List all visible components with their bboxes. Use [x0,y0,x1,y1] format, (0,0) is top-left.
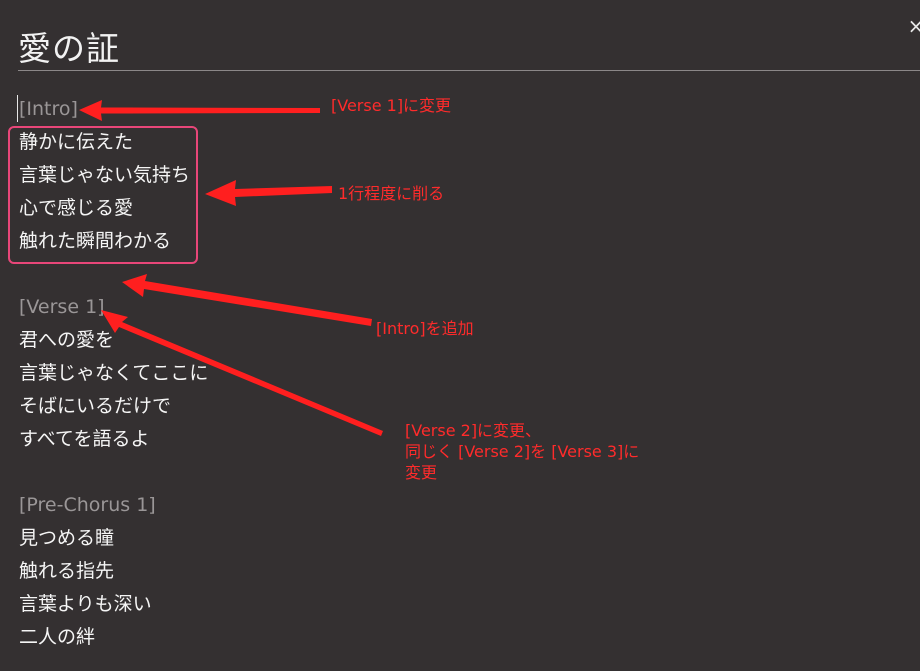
lyric-line: 心で感じる愛 [19,197,134,219]
annotation-change-verse-line-2: 同じく [Verse 2]を [Verse 3]に [405,442,640,461]
arrow-to-verse-1 [101,310,383,436]
song-title[interactable]: 愛の証 [18,29,120,68]
arrow-to-add-intro [122,274,372,326]
lyrics-text-area[interactable]: [Intro] 静かに伝えた 言葉じゃない気持ち 心で感じる愛 触れた瞬間わかる… [19,93,439,663]
arrow-to-intro [79,100,320,121]
lyric-line: 見つめる瞳 [19,527,115,549]
annotation-add-intro: [Intro]を追加 [376,319,474,338]
lyric-line: 触れる指先 [19,560,115,582]
lyric-line: 君への愛を [19,329,115,351]
lyric-line: 言葉よりも深い [19,593,152,615]
section-label-verse-1: [Verse 1] [19,296,105,318]
lyric-line: 二人の絆 [19,626,96,648]
lyric-line: そばにいるだけで [19,395,172,417]
lyric-line: 触れた瞬間わかる [19,230,172,252]
annotation-change-verse-line-3: 変更 [405,463,438,482]
section-label-intro: [Intro] [19,98,78,120]
annotation-change-verse-line-1: [Verse 2]に変更、 [405,421,542,440]
highlight-box-intro-lines [8,126,198,264]
lyric-line: 言葉じゃなくてここに [19,362,209,384]
section-label-pre-chorus-1: [Pre-Chorus 1] [19,494,156,516]
lyric-line: 言葉じゃない気持ち [19,164,191,186]
lyric-line: 静かに伝えた [19,131,134,153]
text-cursor [17,95,18,122]
annotation-change-to-verse-1: [Verse 1]に変更 [331,96,452,115]
lyric-line: すべてを語るよ [19,428,150,450]
arrow-to-intro-lines [205,180,332,206]
close-icon[interactable]: × [907,14,920,38]
annotation-trim-lines: 1行程度に削る [338,184,445,203]
title-divider [18,70,920,71]
